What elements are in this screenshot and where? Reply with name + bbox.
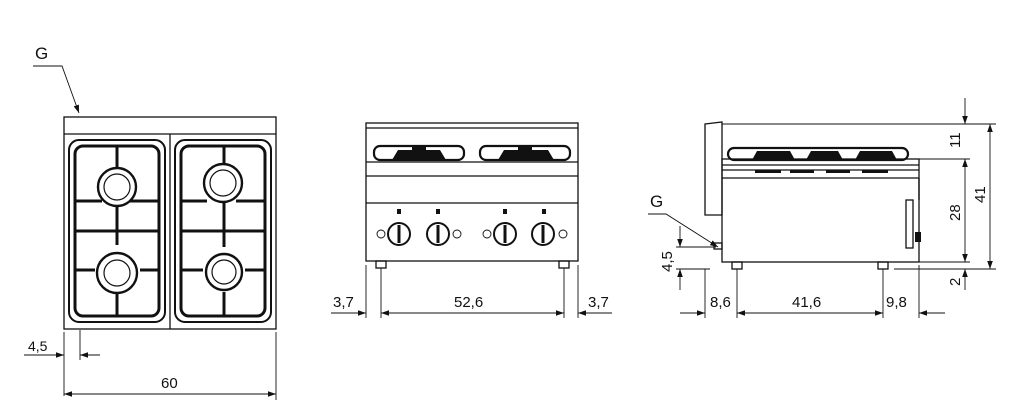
side-grate	[726, 146, 910, 173]
side-left-dim: 8,6	[710, 294, 731, 311]
burner-top-right	[202, 162, 244, 204]
top-view: G 4,5 60	[24, 44, 277, 400]
front-grate	[372, 144, 572, 162]
knob-4	[531, 222, 568, 246]
front-middle-dim: 52,6	[454, 294, 483, 311]
ignition-indicators	[397, 209, 546, 214]
control-knobs	[376, 222, 568, 246]
burner-bottom-left	[95, 251, 139, 295]
side-feet	[731, 261, 889, 270]
top-width-dim: 60	[161, 375, 178, 392]
knob-1	[376, 222, 411, 246]
front-left-dim: 3,7	[333, 294, 354, 311]
burner-top-left	[96, 166, 138, 208]
top-view-grate-left	[68, 139, 166, 323]
knob-3	[482, 222, 517, 246]
front-right-dim: 3,7	[588, 294, 609, 311]
side-top-dim: 11	[947, 132, 964, 148]
side-gas-height-dim: 4,5	[659, 251, 676, 272]
knob-2	[426, 222, 462, 246]
side-body-dim: 28	[947, 204, 964, 221]
top-view-grate-right	[174, 139, 272, 323]
front-feet	[375, 260, 570, 269]
side-view: G 4,5 8,6 41,6 9,8 11 28 41 2	[648, 98, 996, 318]
side-right-dim: 9,8	[886, 294, 907, 311]
front-view: 3,7 52,6 3,7	[331, 122, 612, 318]
top-offset-dim: 4,5	[28, 338, 48, 354]
side-gas-connection-label: G	[650, 192, 663, 211]
gas-connection-label: G	[35, 44, 48, 63]
burner-bottom-right	[204, 252, 244, 292]
side-feet-dim: 2	[947, 278, 964, 286]
side-middle-dim: 41,6	[792, 294, 821, 311]
side-total-dim: 41	[972, 186, 989, 203]
